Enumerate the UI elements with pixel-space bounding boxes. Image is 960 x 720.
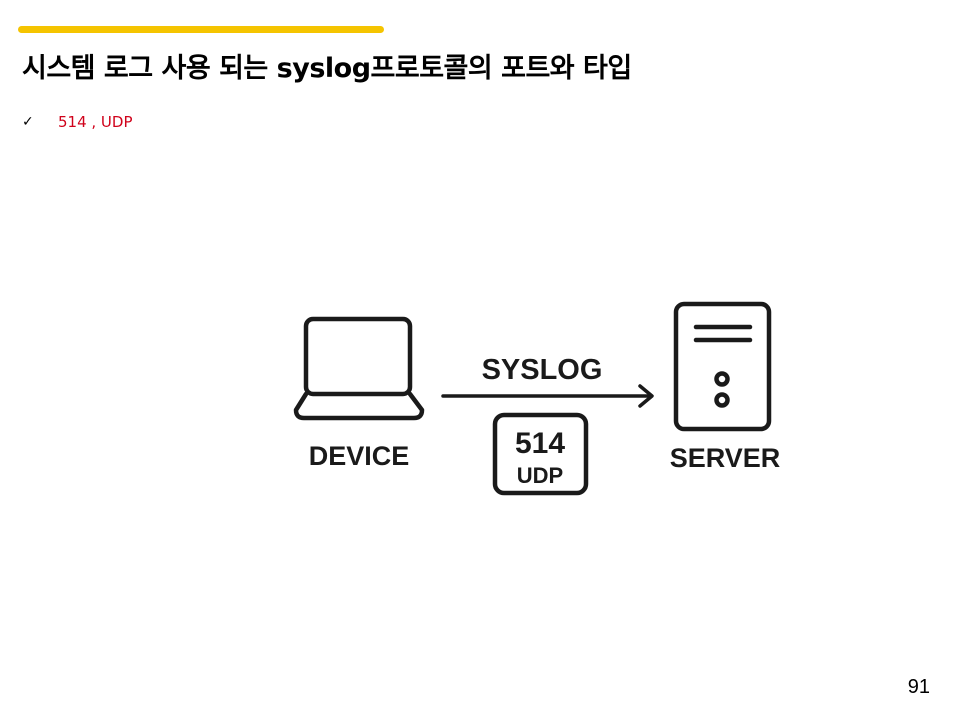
title-accent-bar (18, 26, 384, 33)
server-icon (673, 301, 772, 432)
check-icon: ✓ (22, 114, 34, 130)
page-number: 91 (907, 676, 930, 698)
bullet-text: 514 , UDP (58, 113, 133, 131)
arrow-right-icon (441, 384, 654, 408)
slide-title: 시스템 로그 사용 되는 syslog프로토콜의 포트와 타입 (22, 53, 632, 84)
port-number: 514 (515, 427, 565, 460)
bullet-item: ✓ 514 , UDP (22, 113, 133, 131)
protocol-label: SYSLOG (482, 354, 603, 386)
device-label: DEVICE (309, 441, 410, 471)
syslog-diagram: DEVICE SYSLOG 514 UDP SERVER (293, 301, 781, 496)
laptop-icon (293, 316, 425, 421)
server-label: SERVER (670, 443, 781, 473)
transport-type: UDP (517, 463, 563, 488)
port-box (492, 412, 589, 496)
